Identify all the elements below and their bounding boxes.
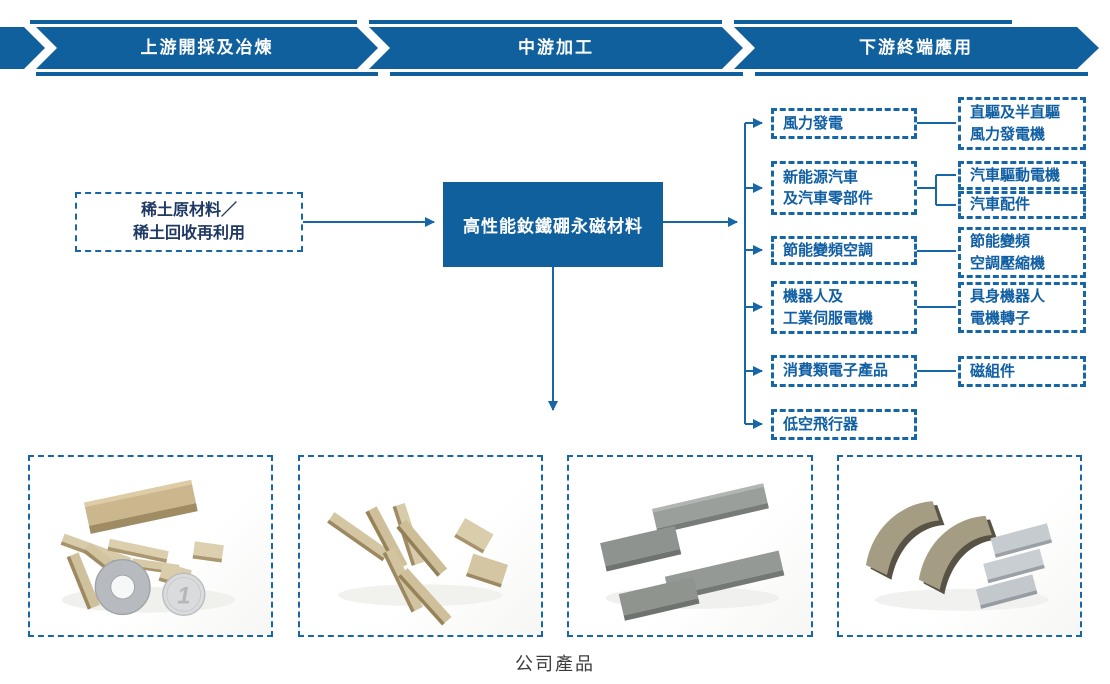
product-drive-motor-label: 汽車驅動電機: [970, 166, 1061, 184]
product-compressor-line-1: 節能變頻: [970, 233, 1031, 251]
node-category-robots-servo: 機器人及 工業伺服電機: [771, 281, 917, 334]
product-photo-1: 1: [28, 455, 273, 637]
banner-label-midstream: 中游加工: [518, 38, 594, 57]
banner-bottomline-2: [390, 72, 743, 76]
product-photo-2: [298, 455, 543, 637]
photo-gold-bars-washer-coin: 1: [60, 479, 235, 617]
photo-arc-magnets-plates: [866, 501, 1053, 611]
banner-label-downstream: 下游終端應用: [859, 38, 973, 57]
banner-segment-1-shape: [36, 27, 378, 69]
node-category-low-altitude-aircraft: 低空飛行器: [771, 409, 917, 440]
banner-bottomline-3: [755, 72, 1088, 76]
product-rotor-line-1: 具身機器人: [970, 288, 1046, 306]
banner-segment-3-shape: [734, 27, 1099, 69]
gallery-caption: 公司產品: [515, 654, 595, 674]
node-product-wind-generators: 直驅及半直驅 風力發電機: [958, 97, 1086, 150]
product-compressor-line-2: 空調壓縮機: [970, 254, 1046, 272]
product-rotor-line-2: 電機轉子: [970, 309, 1031, 327]
product-auto-parts-label: 汽車配件: [970, 196, 1031, 214]
connector-ev-split: [917, 174, 956, 206]
photo-gray-plates: [600, 483, 785, 621]
product-photo-3: [567, 455, 813, 637]
category-ev-line-2: 及汽車零部件: [783, 190, 874, 207]
product-photo-4: [837, 455, 1082, 637]
node-category-new-energy-vehicles: 新能源汽車 及汽車零部件: [771, 161, 917, 215]
category-consumer-label: 消費類電子產品: [783, 362, 889, 380]
core-label: 高性能釹鐵硼永磁材料: [463, 217, 643, 236]
photo-gold-bars-scattered: [327, 502, 508, 626]
category-ev-line-1: 新能源汽車: [783, 168, 859, 186]
node-rare-earth-source: 稀土原材料／ 稀土回收再利用: [75, 192, 303, 252]
category-robot-line-2: 工業伺服電機: [783, 309, 874, 327]
coin: 1: [162, 572, 206, 617]
banner-bottomline-1: [36, 72, 378, 76]
node-category-wind-power: 風力發電: [771, 108, 917, 139]
banner-label-upstream: 上游開採及冶煉: [140, 38, 274, 57]
node-product-auto-parts: 汽車配件: [958, 191, 1086, 219]
node-category-consumer-electronics: 消費類電子產品: [771, 355, 917, 387]
node-category-inverter-aircon: 節能變頻空調: [771, 236, 917, 265]
source-line-1: 稀土原材料／: [140, 201, 237, 219]
chevron-banner: [0, 20, 1099, 76]
source-line-2: 稀土回收再利用: [132, 225, 245, 242]
product-wind-line-1: 直驅及半直驅: [970, 104, 1061, 122]
banner-topline-2: [369, 20, 722, 24]
node-product-robot-rotors: 具身機器人 電機轉子: [958, 282, 1086, 333]
arc-magnet-2: [918, 515, 998, 595]
banner-topline-3: [734, 20, 1012, 24]
node-product-aircon-compressors: 節能變頻 空調壓縮機: [958, 227, 1086, 278]
coin-numeral: 1: [177, 583, 190, 609]
node-product-drive-motors: 汽車驅動電機: [958, 161, 1086, 190]
node-ndfeb-core: 高性能釹鐵硼永磁材料: [443, 182, 663, 267]
category-robot-line-1: 機器人及: [783, 288, 844, 306]
banner-left-stub-shape: [0, 27, 45, 69]
banner-segment-2-shape: [369, 27, 743, 69]
product-assembly-label: 磁組件: [970, 362, 1016, 380]
ring-magnet: [94, 558, 151, 616]
product-wind-line-2: 風力發電機: [970, 125, 1046, 143]
node-product-magnetic-assemblies: 磁組件: [958, 356, 1086, 387]
banner-topline-1: [30, 20, 357, 24]
category-aircon-label: 節能變頻空調: [783, 241, 874, 259]
gold-block: [84, 479, 198, 534]
arc-magnet-1: [866, 501, 945, 580]
category-wind-label: 風力發電: [783, 114, 844, 132]
category-aircraft-label: 低空飛行器: [783, 415, 859, 433]
